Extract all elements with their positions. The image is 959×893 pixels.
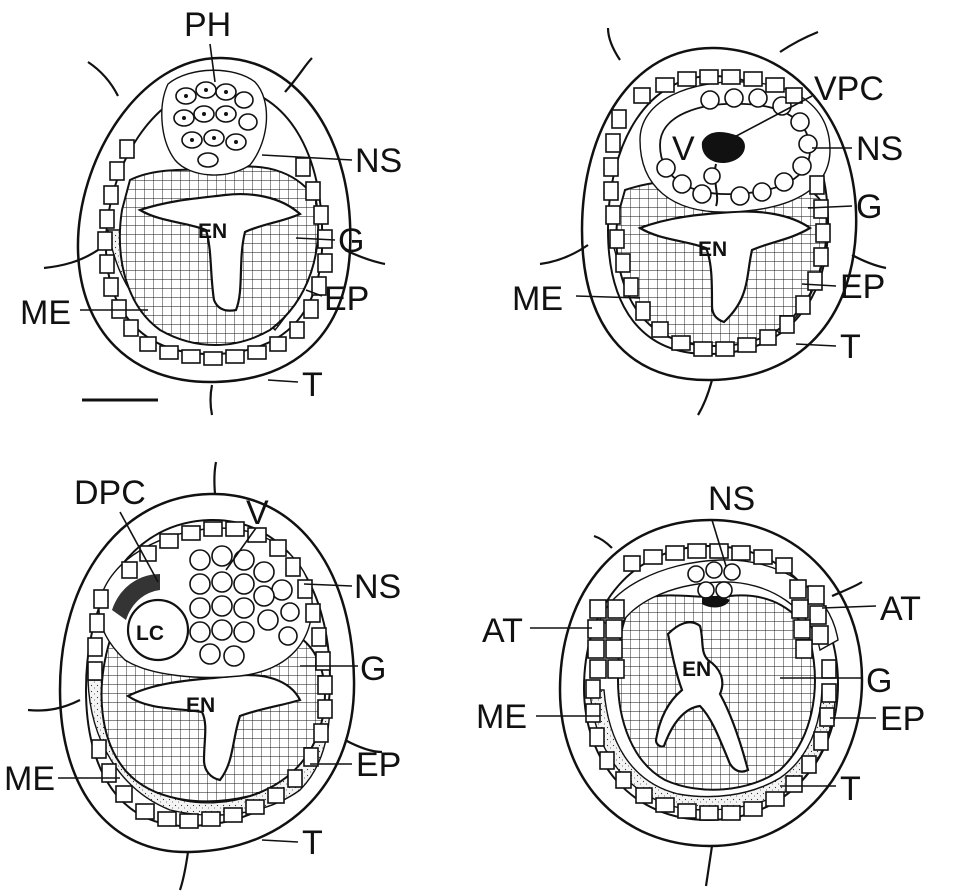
panel-b-label-v: V xyxy=(672,130,695,168)
panel-b-spine xyxy=(540,245,588,264)
panel-d-label-me: ME xyxy=(476,698,527,736)
panel-b-label-en: EN xyxy=(698,238,727,261)
panel-d-spine xyxy=(706,846,712,886)
panel-b-sensory-cell xyxy=(704,168,720,184)
panel-c-t-leader xyxy=(262,840,298,842)
panel-c-spine xyxy=(214,462,216,494)
panel-a-spine xyxy=(88,62,118,96)
panel-c-label-dpc: DPC xyxy=(74,474,146,512)
panel-c-label-me: ME xyxy=(4,760,55,798)
panel-b-label-t: T xyxy=(840,328,861,366)
panel-d-label-at-right: AT xyxy=(880,590,921,628)
panel-b-label-me: ME xyxy=(512,280,563,318)
panel-d-spine xyxy=(594,536,612,548)
panel-a: PH NS EN G EP ME T xyxy=(20,6,402,415)
panel-b-t-leader xyxy=(796,344,836,346)
panel-a-label-ep: EP xyxy=(324,280,369,318)
panel-c-label-g: G xyxy=(360,650,386,688)
panel-d-label-g: G xyxy=(866,662,892,700)
panel-d-label-ep: EP xyxy=(880,700,925,738)
panel-b-spine xyxy=(780,32,818,52)
panel-b-label-g: G xyxy=(856,188,882,226)
panel-c-label-ns: NS xyxy=(354,568,401,606)
panel-c-label-en: EN xyxy=(186,694,215,717)
panel-a-label-en: EN xyxy=(198,220,227,243)
panel-c-spine xyxy=(180,852,188,890)
panel-c-label-lc: LC xyxy=(136,622,164,645)
panel-a-label-me: ME xyxy=(20,294,71,332)
panel-b-spine xyxy=(852,255,886,268)
panel-c-spine xyxy=(28,700,80,711)
panel-d-atrial-left xyxy=(588,600,624,678)
panel-d-at-right-leader xyxy=(822,606,876,608)
panel-c-label-t: T xyxy=(302,824,323,862)
panel-c-label-ep: EP xyxy=(356,746,401,784)
panel-d: NS AT AT EN G EP ME T xyxy=(476,480,925,886)
panel-d-label-ns: NS xyxy=(708,480,755,518)
panel-a-label-t: T xyxy=(302,366,323,404)
panel-b-label-ep: EP xyxy=(840,268,885,306)
panel-b-spine xyxy=(698,380,712,415)
panel-a-t-leader xyxy=(268,380,298,382)
panel-d-label-at-left: AT xyxy=(482,612,523,650)
panel-a-spine xyxy=(211,385,213,415)
panel-d-label-t: T xyxy=(840,770,861,808)
panel-b-label-vpc: VPC xyxy=(814,70,884,108)
panel-b: VPC V NS G EN EP ME T xyxy=(512,28,903,415)
panel-c: DPC V NS LC G EN EP ME T xyxy=(4,462,401,890)
panel-a-label-g: G xyxy=(338,222,364,260)
panel-b-label-ns: NS xyxy=(856,130,903,168)
panel-d-ns-leader xyxy=(712,520,726,566)
panel-d-label-en: EN xyxy=(682,658,711,681)
panel-a-label-ns: NS xyxy=(355,142,402,180)
panel-b-spine xyxy=(608,28,620,60)
panel-c-label-v: V xyxy=(246,494,269,532)
panel-a-label-ph: PH xyxy=(184,6,231,44)
